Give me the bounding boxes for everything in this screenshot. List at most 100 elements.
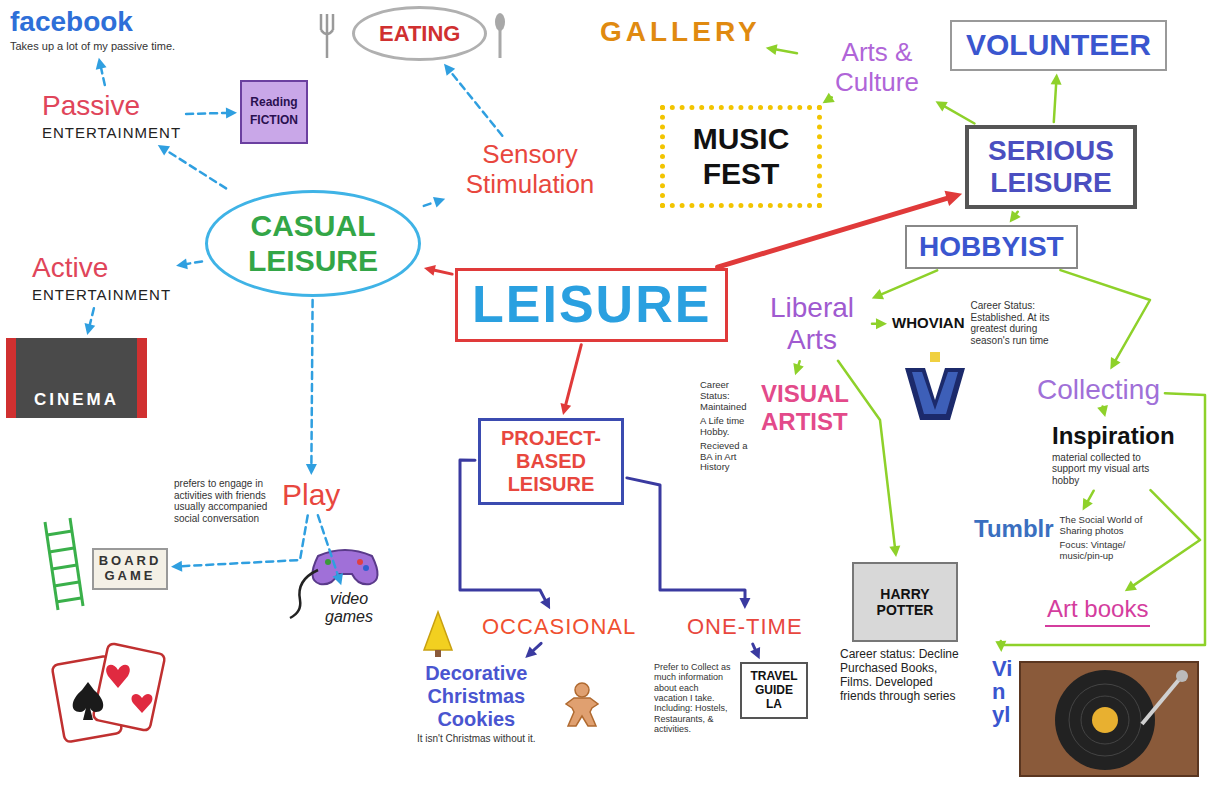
connector-line <box>753 644 755 649</box>
christmas-tree-icon <box>424 612 452 657</box>
hobby-node: TumblrThe Social World of Sharing photos… <box>972 513 1162 564</box>
node-note: prefers to engage in activities with fri… <box>174 478 274 524</box>
connector-line <box>882 270 937 294</box>
connector-arrow <box>872 318 887 329</box>
arrow-head <box>306 464 317 475</box>
arrow-head <box>1125 581 1137 592</box>
arrow-head <box>96 58 107 70</box>
connector-arrow <box>424 197 445 207</box>
connector-line <box>533 643 541 650</box>
node-heading: Arts & Culture <box>802 38 952 98</box>
category-box: SERIOUS LEISURE <box>965 125 1137 209</box>
category-label: Sensory Stimulation <box>448 138 612 202</box>
connector-arrow <box>560 345 581 415</box>
book-box: ReadingFICTION <box>240 80 308 144</box>
node-heading: LEISURE <box>472 275 711 335</box>
category-label: OCCASIONAL <box>480 612 638 641</box>
central-banner: LEISURE <box>455 268 728 342</box>
node-heading: WHOVIAN <box>892 314 965 331</box>
connector-line <box>566 345 582 405</box>
arrow-head <box>444 64 455 76</box>
node-heading: Active <box>32 252 108 284</box>
note-group: Career Status: Established. At its great… <box>971 300 1076 346</box>
arrow-head <box>995 641 1006 652</box>
connector-line <box>1054 85 1056 123</box>
connector-arrow <box>318 515 343 585</box>
connector-arrow <box>96 58 107 85</box>
connector-arrow <box>1097 405 1108 417</box>
node-note: Focus: Vintage/ music/pin-up <box>1060 540 1160 562</box>
book-node: HARRY POTTERCareer status: Decline Purch… <box>838 560 972 705</box>
connector-line <box>318 515 338 574</box>
node-heading: Tumblr <box>974 515 1054 543</box>
arrow-head <box>739 598 750 609</box>
node-heading: GALLERY <box>600 16 761 48</box>
node-heading: MUSIC FEST <box>681 122 801 191</box>
node-heading: Decorative Christmas Cookies <box>419 662 534 731</box>
connector-line <box>1088 491 1094 501</box>
node-heading: CINEMA <box>34 390 119 410</box>
category-label: Playprefers to engage in activities with… <box>172 476 342 526</box>
node-heading: Liberal Arts <box>757 292 867 356</box>
connector-arrow <box>823 93 835 104</box>
connector-line <box>90 308 94 324</box>
node-note: ENTERTAINMENT <box>42 124 181 141</box>
connector-line <box>872 322 876 325</box>
connector-arrow <box>186 107 237 118</box>
arrow-head <box>424 265 436 276</box>
guide-node: TRAVEL GUIDE LAPrefer to Collect as much… <box>652 660 810 736</box>
hobby-node: Inspirationmaterial collected to support… <box>1050 420 1179 488</box>
connector-line <box>451 72 502 136</box>
node-heading: Inspiration <box>1052 422 1175 450</box>
note-group: Prefer to Collect as much information ab… <box>654 662 734 734</box>
node-heading: VISUAL ARTIST <box>761 380 856 435</box>
node-heading: HOBBYIST <box>919 231 1064 263</box>
connector-line <box>424 202 435 206</box>
connector-line <box>777 50 798 54</box>
node-heading: Play <box>282 478 340 513</box>
connector-arrow <box>872 270 937 299</box>
category-label: PassiveENTERTAINMENT <box>40 88 183 143</box>
connector-line <box>186 112 226 115</box>
arrow-head <box>560 403 571 415</box>
spoon-icon <box>495 13 505 58</box>
category-label: Collecting <box>1035 372 1162 408</box>
note-group: ENTERTAINMENT <box>32 286 171 303</box>
category-label: Arts & Culture <box>800 36 954 100</box>
node-heading: OCCASIONAL <box>482 614 636 639</box>
connector-arrow <box>750 644 760 659</box>
arrow-head <box>1097 405 1108 417</box>
node-heading: CASUAL LEISURE <box>238 209 388 278</box>
node-heading: Passive <box>42 90 140 122</box>
hobby-node: WHOVIAN Career Status: Established. At it… <box>890 298 1078 348</box>
node-heading: facebook <box>10 6 133 38</box>
connector-line <box>1060 270 1150 360</box>
tile-box: BOARD GAME <box>92 548 168 590</box>
arrow-head <box>1010 210 1021 222</box>
arrow-head <box>176 258 188 269</box>
arrow-head <box>540 597 550 609</box>
node-heading: VOLUNTEER <box>966 28 1151 63</box>
arrow-head <box>876 318 887 329</box>
connector-line <box>718 198 947 267</box>
arrow-head <box>935 101 947 111</box>
node-heading: ONE-TIME <box>687 614 803 639</box>
category-label: Art books <box>1045 593 1150 627</box>
connector-arrow <box>766 44 797 55</box>
arrow-head <box>433 197 445 207</box>
connector-arrow <box>627 478 751 609</box>
arrow-head <box>793 363 803 375</box>
marquee-box: MUSIC FEST <box>660 105 822 208</box>
connector-arrow <box>171 516 308 572</box>
record-player <box>1020 662 1198 776</box>
node-heading: Collecting <box>1037 374 1160 406</box>
ladder-icon <box>45 518 83 610</box>
connector-arrow <box>935 101 974 123</box>
vertical-label: Vinyl <box>990 655 1016 728</box>
node-heading: PROJECT-BASED LEISURE <box>491 427 611 496</box>
arrow-head <box>525 646 537 658</box>
arrow-head <box>823 93 835 104</box>
arrow-head <box>85 323 96 335</box>
